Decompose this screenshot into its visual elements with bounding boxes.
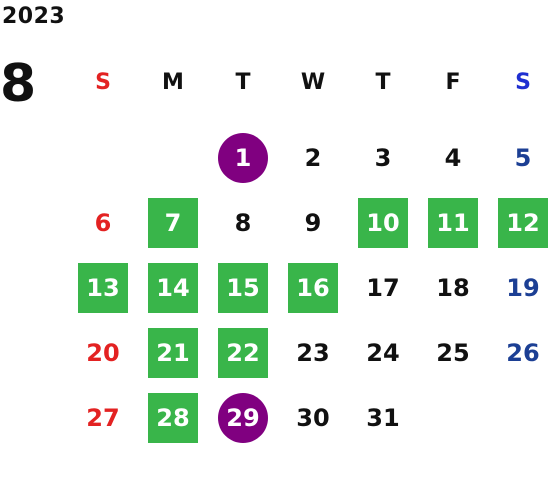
day-cell: 8 xyxy=(208,190,278,255)
weekday-tuesday: T xyxy=(235,69,251,95)
day-cell: 29 xyxy=(208,385,278,450)
day-cell: 31 xyxy=(348,385,418,450)
day-18[interactable]: 18 xyxy=(436,273,470,302)
day-10[interactable]: 10 xyxy=(358,197,408,248)
day-1[interactable]: 1 xyxy=(218,132,268,183)
day-19[interactable]: 19 xyxy=(506,273,540,302)
day-cell: 18 xyxy=(418,255,488,320)
day-5[interactable]: 5 xyxy=(514,143,532,172)
weekday-sunday: S xyxy=(95,69,111,95)
day-3[interactable]: 3 xyxy=(374,143,392,172)
day-9[interactable]: 9 xyxy=(304,208,322,237)
day-cell: 10 xyxy=(348,190,418,255)
weekday-wednesday: W xyxy=(300,69,326,95)
day-cell: 16 xyxy=(278,255,348,320)
day-7[interactable]: 7 xyxy=(148,197,198,248)
day-25[interactable]: 25 xyxy=(436,338,470,367)
day-cell: 4 xyxy=(418,125,488,190)
day-20[interactable]: 20 xyxy=(86,338,120,367)
day-28[interactable]: 28 xyxy=(148,392,198,443)
day-cell xyxy=(138,125,208,190)
day-15[interactable]: 15 xyxy=(218,262,268,313)
day-cell: 5 xyxy=(488,125,548,190)
day-cell: 23 xyxy=(278,320,348,385)
day-23[interactable]: 23 xyxy=(296,338,330,367)
day-cell: 11 xyxy=(418,190,488,255)
day-14[interactable]: 14 xyxy=(148,262,198,313)
day-cell xyxy=(488,385,548,450)
day-11[interactable]: 11 xyxy=(428,197,478,248)
day-cell: 20 xyxy=(68,320,138,385)
day-12[interactable]: 12 xyxy=(498,197,548,248)
day-2[interactable]: 2 xyxy=(304,143,322,172)
weekday-saturday: S xyxy=(515,69,531,95)
day-cell: 19 xyxy=(488,255,548,320)
day-cell xyxy=(68,125,138,190)
day-cell: 15 xyxy=(208,255,278,320)
day-cell: 28 xyxy=(138,385,208,450)
day-29[interactable]: 29 xyxy=(218,392,268,443)
day-24[interactable]: 24 xyxy=(366,338,400,367)
day-cell: 17 xyxy=(348,255,418,320)
day-cell: 14 xyxy=(138,255,208,320)
weekday-thursday: T xyxy=(375,69,391,95)
year-label: 2023 xyxy=(2,4,66,29)
day-cell: 2 xyxy=(278,125,348,190)
day-cell: 1 xyxy=(208,125,278,190)
day-13[interactable]: 13 xyxy=(78,262,128,313)
day-cell: 24 xyxy=(348,320,418,385)
weekday-monday: M xyxy=(162,69,184,95)
weekday-header-row: S M T W T F S xyxy=(68,62,548,102)
day-16[interactable]: 16 xyxy=(288,262,338,313)
day-cell xyxy=(418,385,488,450)
weekday-friday: F xyxy=(445,69,461,95)
day-cell: 9 xyxy=(278,190,348,255)
day-cell: 25 xyxy=(418,320,488,385)
day-cell: 6 xyxy=(68,190,138,255)
day-21[interactable]: 21 xyxy=(148,327,198,378)
day-cell: 3 xyxy=(348,125,418,190)
day-cell: 7 xyxy=(138,190,208,255)
day-cell: 26 xyxy=(488,320,548,385)
day-26[interactable]: 26 xyxy=(506,338,540,367)
day-27[interactable]: 27 xyxy=(86,403,120,432)
day-4[interactable]: 4 xyxy=(444,143,462,172)
day-17[interactable]: 17 xyxy=(366,273,400,302)
day-cell: 27 xyxy=(68,385,138,450)
day-22[interactable]: 22 xyxy=(218,327,268,378)
day-30[interactable]: 30 xyxy=(296,403,330,432)
day-31[interactable]: 31 xyxy=(366,403,400,432)
day-cell: 21 xyxy=(138,320,208,385)
day-cell: 13 xyxy=(68,255,138,320)
day-cell: 12 xyxy=(488,190,548,255)
day-cell: 22 xyxy=(208,320,278,385)
month-number: 8 xyxy=(0,54,37,114)
day-6[interactable]: 6 xyxy=(94,208,112,237)
day-8[interactable]: 8 xyxy=(234,208,252,237)
day-cell: 30 xyxy=(278,385,348,450)
